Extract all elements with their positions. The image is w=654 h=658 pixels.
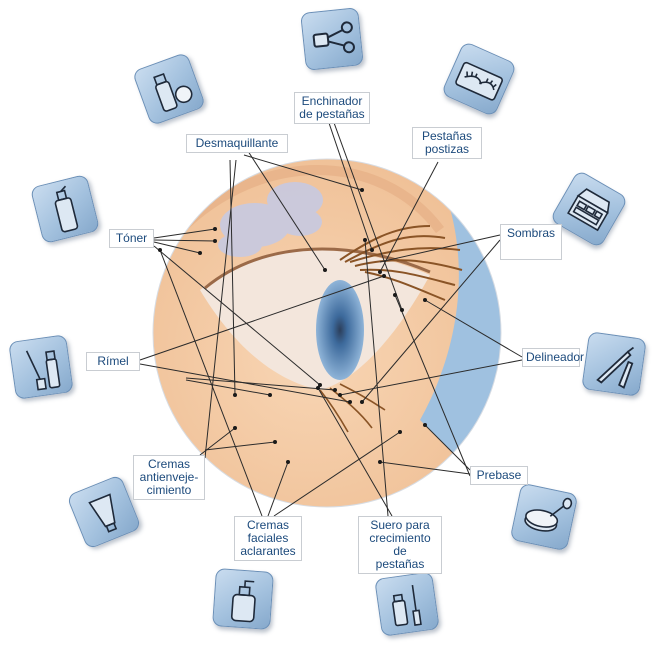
- pump-bottle-icon: [212, 568, 274, 630]
- label-toner: Tóner: [109, 229, 154, 248]
- serum-bottle-icon: [374, 571, 440, 637]
- compact-brush-icon: [510, 483, 579, 552]
- label-prebase: Prebase: [470, 466, 528, 485]
- mascara-icon: [8, 334, 74, 400]
- toner-bottle-icon: [30, 174, 100, 244]
- label-desmaquillante: Desmaquillante: [186, 134, 288, 153]
- label-delineador: Delineador: [522, 348, 580, 367]
- iris: [316, 280, 364, 380]
- label-cremas-faciales-aclarantes: Cremas faciales aclarantes: [234, 516, 302, 561]
- label-suero: Suero para crecimiento de pestañas: [358, 516, 442, 574]
- eyeliner-pencils-icon: [581, 331, 647, 397]
- label-enchinador: Enchinador de pestañas: [294, 92, 370, 124]
- label-sombras: Sombras: [500, 224, 562, 260]
- label-rimel: Rímel: [86, 352, 140, 371]
- label-pestanas-postizas: Pestañas postizas: [412, 127, 482, 159]
- label-cremas-antienvejecimiento: Cremas antienveje- cimiento: [133, 455, 205, 500]
- eyelash-curler-icon: [300, 7, 364, 71]
